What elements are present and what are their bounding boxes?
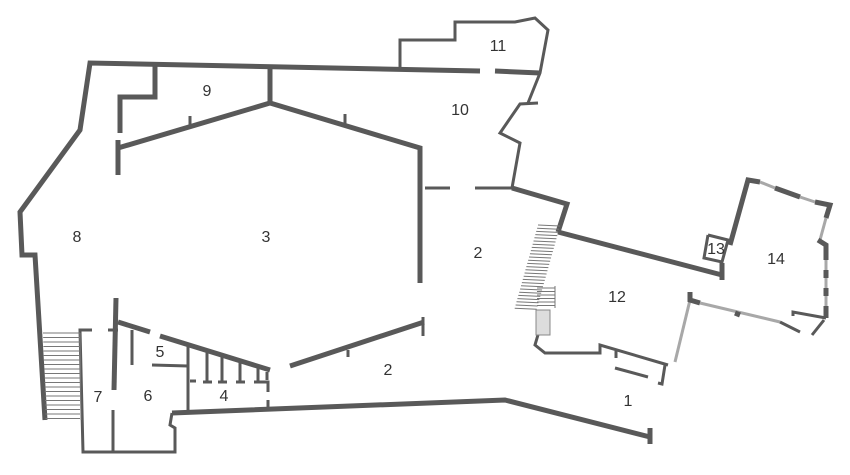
room-3-label: 3	[262, 229, 271, 246]
stair-tread	[79, 332, 82, 421]
stair-tread	[519, 291, 542, 294]
stair-tread	[525, 269, 548, 272]
stair-tread	[527, 262, 550, 265]
stair-tread	[514, 307, 537, 310]
room-6-label: 6	[144, 388, 153, 405]
stair-tread	[536, 230, 559, 233]
stair-landing	[535, 309, 551, 336]
room-8-label: 8	[73, 229, 82, 246]
staircase-left	[43, 332, 82, 421]
staircase-center	[514, 224, 561, 310]
stair-tread	[523, 275, 546, 278]
room-7-label: 7	[94, 389, 103, 406]
stair-tread	[522, 278, 545, 281]
stair-tread	[518, 294, 541, 297]
stair-tread	[537, 227, 560, 230]
stair-tread	[535, 234, 558, 237]
stair-tread	[529, 256, 552, 259]
room-14-label: 14	[767, 251, 785, 268]
stair-tread	[532, 243, 555, 246]
room-13-label: 13	[707, 241, 725, 258]
stair-tread	[529, 253, 552, 256]
walls	[17, 16, 834, 454]
room-labels: 1 2 2 3 4 5 6 7 8 9 10 11 12 13 14	[73, 38, 785, 410]
stair-tread	[515, 304, 538, 307]
stair-tread	[528, 259, 551, 262]
stair-tread	[526, 266, 549, 269]
stair-tread	[516, 301, 539, 304]
room-5-label: 5	[156, 344, 165, 361]
stair-tread	[534, 237, 557, 240]
stair-tread	[517, 298, 540, 301]
room-10-label: 10	[451, 102, 469, 119]
stair-tread	[537, 224, 561, 227]
stair-tread	[520, 288, 543, 291]
stair-tread	[530, 250, 553, 253]
stair-tread	[520, 285, 543, 288]
room-2-label: 2	[384, 362, 393, 379]
room-9-label: 9	[203, 83, 212, 100]
room-11-label: 11	[490, 38, 507, 55]
stair-tread	[531, 246, 554, 249]
stair-tread	[533, 240, 556, 243]
stair-tread	[524, 272, 547, 275]
room-4-label: 4	[220, 388, 229, 405]
room-12-label: 12	[608, 289, 626, 306]
room-2-label: 2	[474, 245, 483, 262]
stair-tread	[521, 282, 544, 285]
room-1-label: 1	[624, 393, 633, 410]
